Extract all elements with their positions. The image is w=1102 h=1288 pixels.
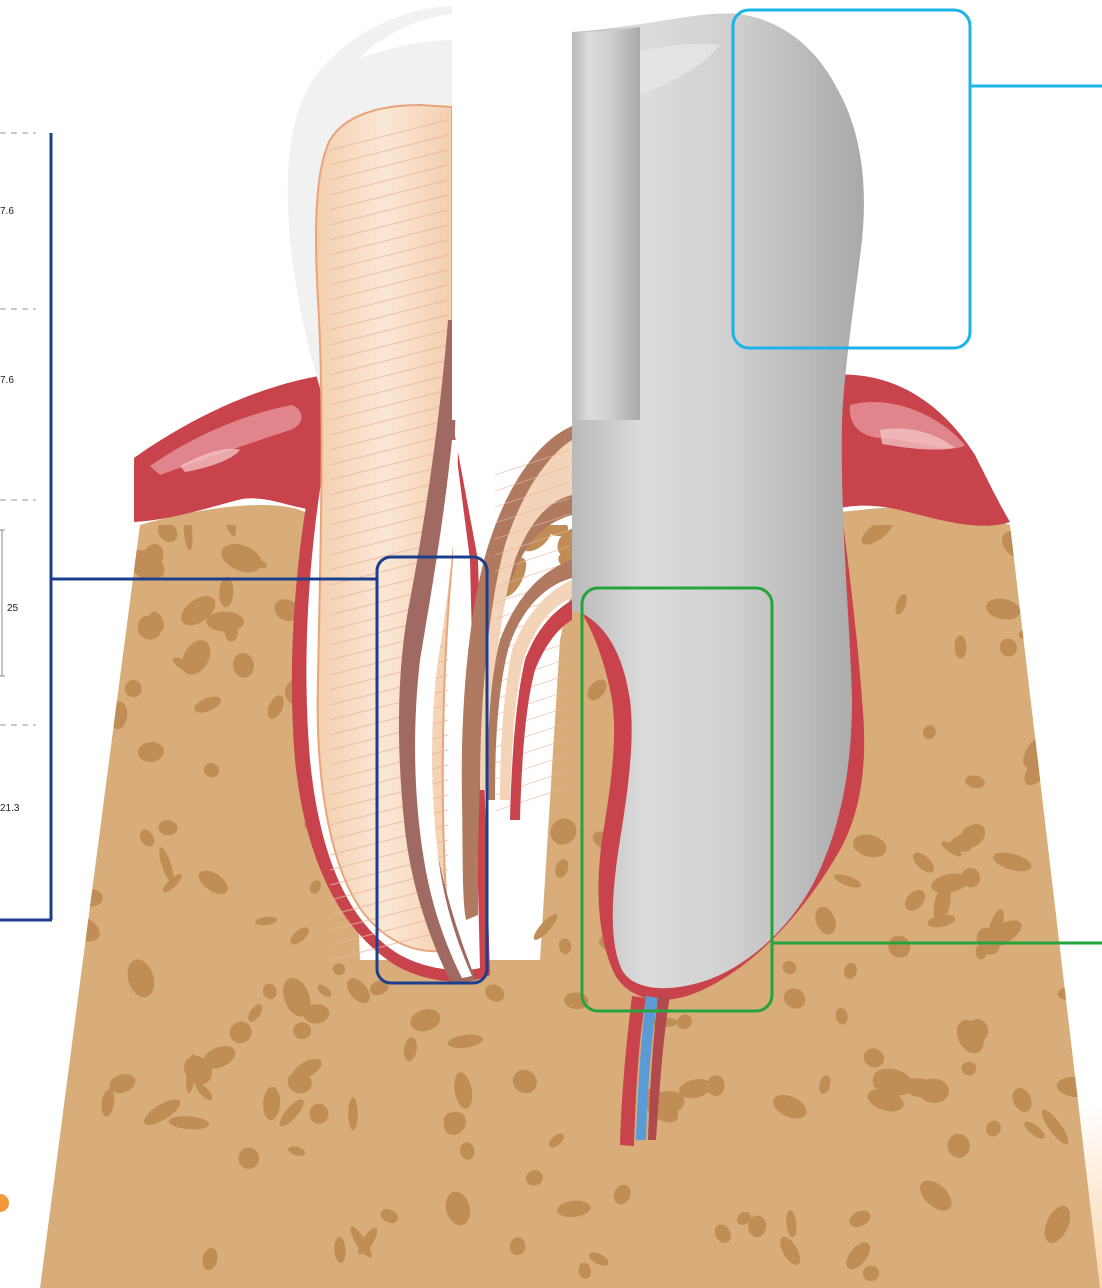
bone-pore xyxy=(1058,827,1102,863)
bone-pore xyxy=(82,524,116,571)
alveolar-bone xyxy=(40,503,1102,1288)
bone-pore xyxy=(1081,523,1095,538)
measure-label-3: 25 xyxy=(7,603,19,614)
bone-pore xyxy=(50,781,84,805)
split-gap xyxy=(452,0,572,420)
gum-right xyxy=(828,374,1010,525)
bone-pore xyxy=(1037,587,1066,613)
measure-label-4: 21.3 xyxy=(0,803,20,814)
bone-pore xyxy=(1060,709,1086,734)
bone-pore xyxy=(50,748,73,772)
bone-pore xyxy=(73,524,112,562)
bone-pore xyxy=(348,1097,357,1130)
bone-pore xyxy=(1060,514,1076,534)
measurement-scale: 7.6 7.6 25 21.3 xyxy=(0,133,52,920)
bone-pore xyxy=(1068,1008,1093,1034)
measure-label-2: 7.6 xyxy=(0,375,14,386)
gum-left xyxy=(134,375,335,522)
bone-pore xyxy=(1069,846,1092,888)
bone-pore xyxy=(48,870,78,899)
accent-dot xyxy=(0,1194,9,1212)
measure-label-1: 7.6 xyxy=(0,206,14,217)
bone-pore xyxy=(1039,511,1070,542)
bone-pore xyxy=(1019,579,1044,598)
bone-pore xyxy=(61,605,89,633)
